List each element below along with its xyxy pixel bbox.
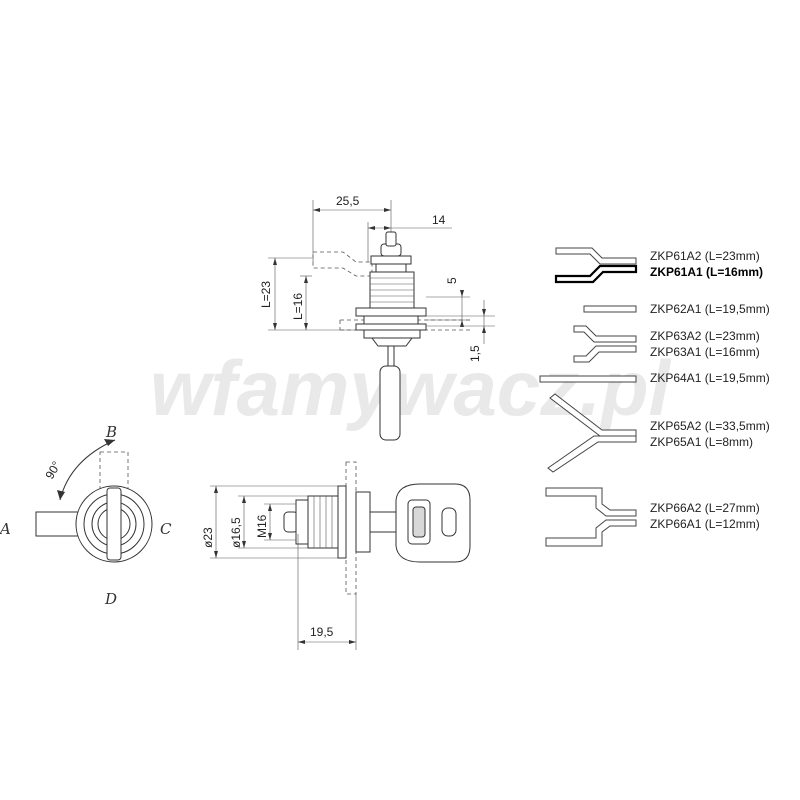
- cam-label-zkp62a1: ZKP62A1 (L=19,5mm): [650, 302, 770, 316]
- plan-view: ø23 ø16,5 M16 19,5: [201, 461, 471, 650]
- position-d: D: [104, 590, 117, 608]
- dim-dia-inner: ø16,5: [229, 517, 243, 548]
- position-a: A: [0, 520, 11, 538]
- rotation-view: 90° A B C D: [0, 423, 172, 608]
- position-c: C: [160, 520, 172, 538]
- cam-shape-zkp61a1: [554, 264, 638, 284]
- cam-label-zkp63a2: ZKP63A2 (L=23mm): [650, 329, 760, 343]
- dim-height-l16: L=16: [291, 293, 305, 320]
- cam-variants: ZKP61A2 (L=23mm) ZKP61A1 (L=16mm) ZKP62A…: [539, 247, 770, 547]
- cam-label-zkp65a1: ZKP65A1 (L=8mm): [650, 435, 753, 449]
- cam-label-zkp66a1: ZKP66A1 (L=12mm): [650, 517, 760, 531]
- cam-label-zkp61a1: ZKP61A1 (L=16mm): [650, 265, 763, 279]
- dim-length: 19,5: [310, 625, 334, 639]
- cam-shape-zkp61a2: [555, 247, 637, 265]
- side-view: 25,5 14: [259, 194, 495, 441]
- cam-shape-zkp64a1: [539, 375, 637, 383]
- dim-thread: M16: [255, 514, 269, 538]
- cam-shape-zkp65a1: [547, 435, 637, 473]
- dim-gap-5: 5: [445, 277, 459, 284]
- cam-label-zkp63a1: ZKP63A1 (L=16mm): [650, 345, 760, 359]
- cam-shape-zkp66a2: [545, 487, 637, 517]
- dim-top-width: 25,5: [336, 194, 360, 208]
- cam-label-zkp65a2: ZKP65A2 (L=33,5mm): [650, 419, 770, 433]
- cam-label-zkp66a2: ZKP66A2 (L=27mm): [650, 501, 760, 515]
- cam-shape-zkp62a1: [583, 305, 637, 313]
- dim-top-offset: 14: [432, 213, 446, 227]
- cam-label-zkp64a1: ZKP64A1 (L=19,5mm): [650, 371, 770, 385]
- position-b: B: [105, 423, 117, 441]
- cam-shape-zkp66a1: [545, 519, 637, 547]
- dim-height-l23: L=23: [259, 281, 273, 308]
- cam-label-zkp61a2: ZKP61A2 (L=23mm): [650, 249, 760, 263]
- cam-shape-zkp63a1: [573, 345, 637, 363]
- cam-shape-zkp63a2: [573, 325, 637, 343]
- rotation-angle: 90°: [42, 459, 63, 482]
- dim-dia-outer: ø23: [201, 527, 215, 548]
- dim-thickness: 1,5: [468, 345, 482, 362]
